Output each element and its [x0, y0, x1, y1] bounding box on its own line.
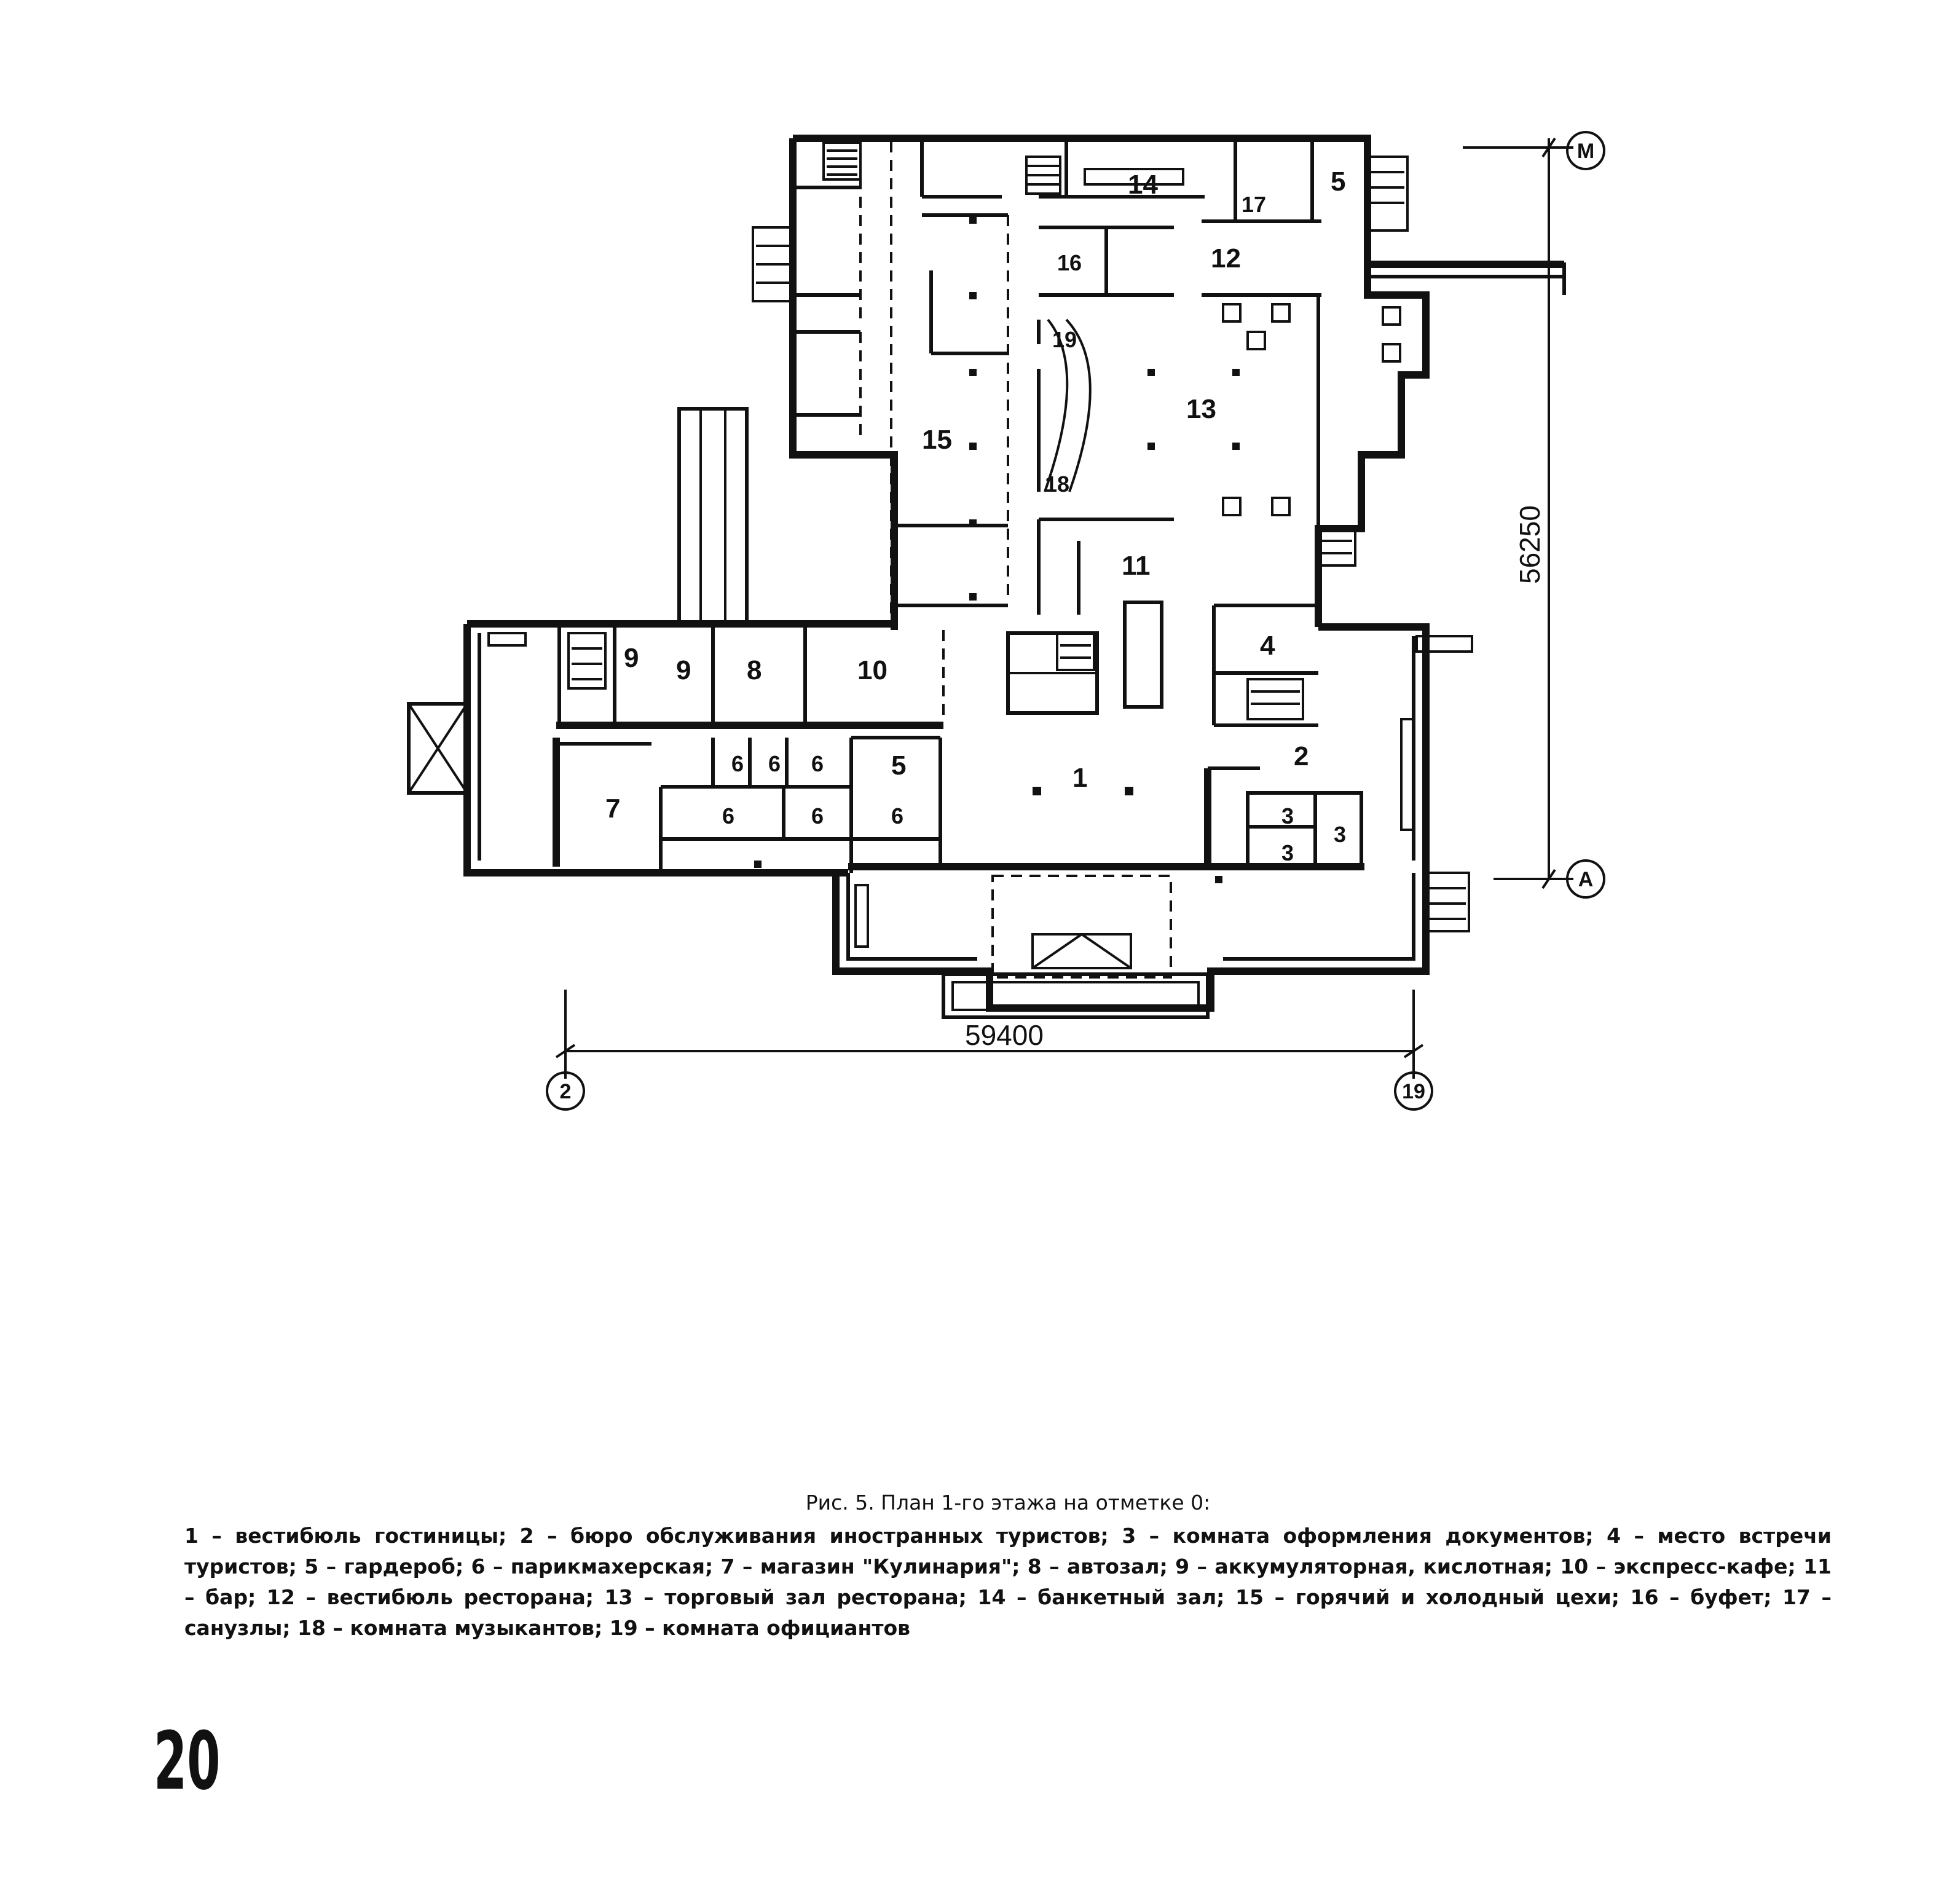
caption-legend: 1 – вестибюль гостиницы; 2 – бюро обслуж… [184, 1524, 1832, 1640]
room-label-11: 11 [1122, 551, 1151, 581]
room-label-3a: 3 [1281, 803, 1294, 829]
room-label-1: 1 [1072, 763, 1087, 793]
axis-label-2: 2 [560, 1080, 572, 1103]
dim-width-label: 59400 [965, 1019, 1044, 1051]
floor-plan: 59400 56250 М А 2 19 1 2 3 3 3 4 5 5 6 6… [407, 131, 1605, 1111]
room-label-6d: 6 [722, 803, 734, 829]
room-label-6c: 6 [811, 751, 824, 776]
staircases [407, 141, 1470, 969]
room-label-6a: 6 [731, 751, 744, 776]
room-label-14: 14 [1128, 170, 1158, 200]
interior-walls [553, 141, 1364, 873]
dimension-59400: 59400 [555, 990, 1424, 1063]
room-label-9b: 9 [676, 655, 691, 685]
room-label-6f: 6 [891, 803, 903, 829]
room-label-10: 10 [857, 655, 888, 685]
room-label-5b: 5 [891, 750, 906, 781]
room-labels: 1 2 3 3 3 4 5 5 6 6 6 6 6 6 7 8 9 9 10 1… [605, 167, 1346, 865]
room-label-5a: 5 [1331, 167, 1345, 197]
room-label-18: 18 [1045, 471, 1069, 497]
dim-depth-label: 56250 [1514, 505, 1546, 584]
room-label-15: 15 [922, 425, 952, 455]
room-label-12: 12 [1211, 243, 1241, 274]
figure-caption: Рис. 5. План 1-го этажа на отметке 0: 1 … [184, 1487, 1832, 1644]
room-label-8: 8 [747, 655, 762, 685]
room-label-6e: 6 [811, 803, 824, 829]
restaurant-tables [487, 168, 1473, 948]
room-label-19: 19 [1052, 327, 1077, 352]
room-label-6b: 6 [768, 751, 781, 776]
axis-markers: М А 2 19 [546, 131, 1605, 1111]
outer-walls [463, 135, 1566, 1019]
room-label-13: 13 [1186, 394, 1216, 424]
room-label-7: 7 [605, 794, 620, 824]
room-label-3b: 3 [1281, 840, 1294, 865]
axis-label-19: 19 [1402, 1080, 1425, 1103]
page-number: 20 [154, 1714, 221, 1808]
room-label-3c: 3 [1334, 822, 1346, 847]
room-label-16: 16 [1057, 250, 1082, 275]
room-label-17: 17 [1242, 192, 1266, 217]
room-label-2: 2 [1294, 741, 1309, 771]
axis-label-M: М [1577, 140, 1594, 163]
caption-title: Рис. 5. План 1-го этажа на отметке 0: [805, 1491, 1211, 1515]
structural-columns [754, 216, 1240, 883]
axis-label-A: А [1578, 868, 1594, 891]
room-label-4: 4 [1260, 631, 1275, 661]
room-label-9a: 9 [624, 643, 639, 673]
dimension-56250: 56250 [1463, 137, 1573, 889]
